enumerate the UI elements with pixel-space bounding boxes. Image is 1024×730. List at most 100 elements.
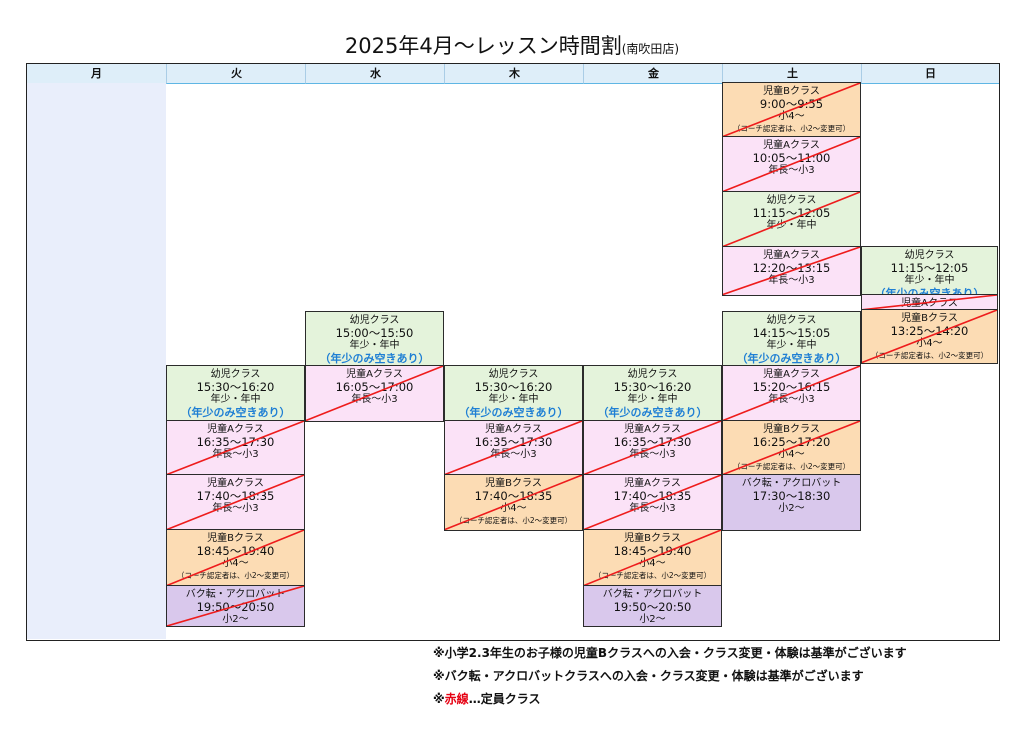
class-target: 年長～小3 xyxy=(490,449,537,460)
class-target: 年長～小3 xyxy=(212,503,259,514)
class-availability: （年少のみ空きあり） xyxy=(180,406,291,419)
class-time: 13:25～14:20 xyxy=(890,324,969,339)
day-header-wed: 水 xyxy=(305,64,445,84)
full-class-strike-line xyxy=(723,366,860,421)
class-target: 年長～小3 xyxy=(768,165,815,176)
class-name: 児童Aクラス xyxy=(624,478,681,489)
day-header-sat: 土 xyxy=(722,64,862,84)
full-class-strike-line xyxy=(723,247,860,295)
full-class-strike-line xyxy=(862,310,997,363)
full-class-strike-line xyxy=(167,421,304,475)
full-class-strike-line xyxy=(584,530,721,586)
class-target: 小2～ xyxy=(222,614,249,625)
class-target: 小4～ xyxy=(778,111,805,122)
class-name: 児童Aクラス xyxy=(207,424,264,435)
class-target: 年長～小3 xyxy=(212,449,259,460)
class-availability: （年少のみ空きあり） xyxy=(597,406,708,419)
class-name: 幼児クラス xyxy=(210,369,261,380)
class-availability: （年少のみ空きあり） xyxy=(874,287,985,296)
class-name: 児童Bクラス xyxy=(763,86,820,97)
class-name: 幼児クラス xyxy=(766,195,817,206)
class-name: 幼児クラス xyxy=(904,250,955,261)
full-class-strike-line xyxy=(723,137,860,192)
class-time: 16:35～17:30 xyxy=(196,435,275,449)
day-header-fri: 金 xyxy=(583,64,723,84)
full-class-strike-line xyxy=(306,366,443,421)
class-target: 年少・年中 xyxy=(904,275,955,286)
class-time: 17:30～18:30 xyxy=(752,489,831,503)
class-target: 年長～小3 xyxy=(351,394,398,405)
class-note: （コーチ認定者は、小2～変更可） xyxy=(454,516,573,525)
class-note: （コーチ認定者は、小2～変更可） xyxy=(732,462,851,471)
full-class-strike-line xyxy=(167,586,304,626)
class-time: 15:30～16:20 xyxy=(613,380,692,394)
class-name: 児童Aクラス xyxy=(763,369,820,380)
class-target: 年少・年中 xyxy=(349,340,400,351)
class-name: 幼児クラス xyxy=(766,315,817,326)
class-time: 18:45～19:40 xyxy=(196,544,275,558)
class-target: 小2～ xyxy=(639,614,666,625)
class-name: 児童Aクラス xyxy=(485,424,542,435)
class-target: 小4～ xyxy=(778,449,805,460)
class-name: 児童Aクラス xyxy=(624,424,681,435)
class-time: 11:15～12:05 xyxy=(890,261,969,275)
full-class-strike-line xyxy=(723,192,860,247)
class-note: （コーチ認定者は、小2～変更可） xyxy=(176,571,295,580)
class-time: 16:35～17:30 xyxy=(613,435,692,449)
class-time: 17:40～18:35 xyxy=(613,489,692,503)
title-store: (南吹田店) xyxy=(621,42,680,56)
class-time: 11:15～12:05 xyxy=(752,206,831,220)
title-main: 2025年4月～レッスン時間割 xyxy=(344,34,622,58)
class-time: 16:25～17:20 xyxy=(752,435,831,449)
class-time: 15:20～16:15 xyxy=(752,380,831,394)
class-note: （コーチ認定者は、小2～変更可） xyxy=(593,571,712,580)
class-name: 児童Aクラス xyxy=(346,369,403,380)
class-name: 児童Bクラス xyxy=(485,478,542,489)
class-name: 幼児クラス xyxy=(627,369,678,380)
class-time: 18:45～19:40 xyxy=(613,544,692,558)
class-name: バク転・アクロバット xyxy=(185,589,286,600)
note-acrobat: ※バク転・アクロバットクラスへの入会・クラス変更・体験は基準がございます xyxy=(433,669,864,683)
class-target: 年少・年中 xyxy=(210,394,261,405)
class-time: 14:15～15:05 xyxy=(752,326,831,340)
note-legend: ※赤線…定員クラス xyxy=(433,690,540,707)
class-time: 19:50～20:50 xyxy=(613,600,692,614)
class-availability: （年少のみ空きあり） xyxy=(458,406,569,419)
day-header-tue: 火 xyxy=(166,64,306,84)
page-title: 2025年4月～レッスン時間割(南吹田店) xyxy=(0,30,1024,60)
note-legend-text: …定員クラス xyxy=(468,692,541,706)
class-target: 年少・年中 xyxy=(766,340,817,351)
class-target: 年長～小3 xyxy=(629,449,676,460)
note-legend-mark: ※ xyxy=(433,692,445,706)
monday-column xyxy=(27,83,166,639)
full-class-strike-line xyxy=(862,295,997,310)
class-name: 児童Bクラス xyxy=(763,424,820,435)
class-name: 児童Bクラス xyxy=(901,313,958,325)
class-name: バク転・アクロバット xyxy=(602,589,703,600)
day-header-thu: 木 xyxy=(444,64,584,84)
full-class-strike-line xyxy=(167,530,304,586)
class-target: 小4～ xyxy=(222,558,249,569)
class-target: 年少・年中 xyxy=(627,394,678,405)
class-name: 幼児クラス xyxy=(349,315,400,326)
class-target: 年長～小3 xyxy=(768,394,815,405)
class-name: 児童Bクラス xyxy=(624,533,681,544)
full-class-strike-line xyxy=(584,475,721,530)
class-target: 年長～小3 xyxy=(768,275,815,286)
full-class-strike-line xyxy=(723,421,860,475)
